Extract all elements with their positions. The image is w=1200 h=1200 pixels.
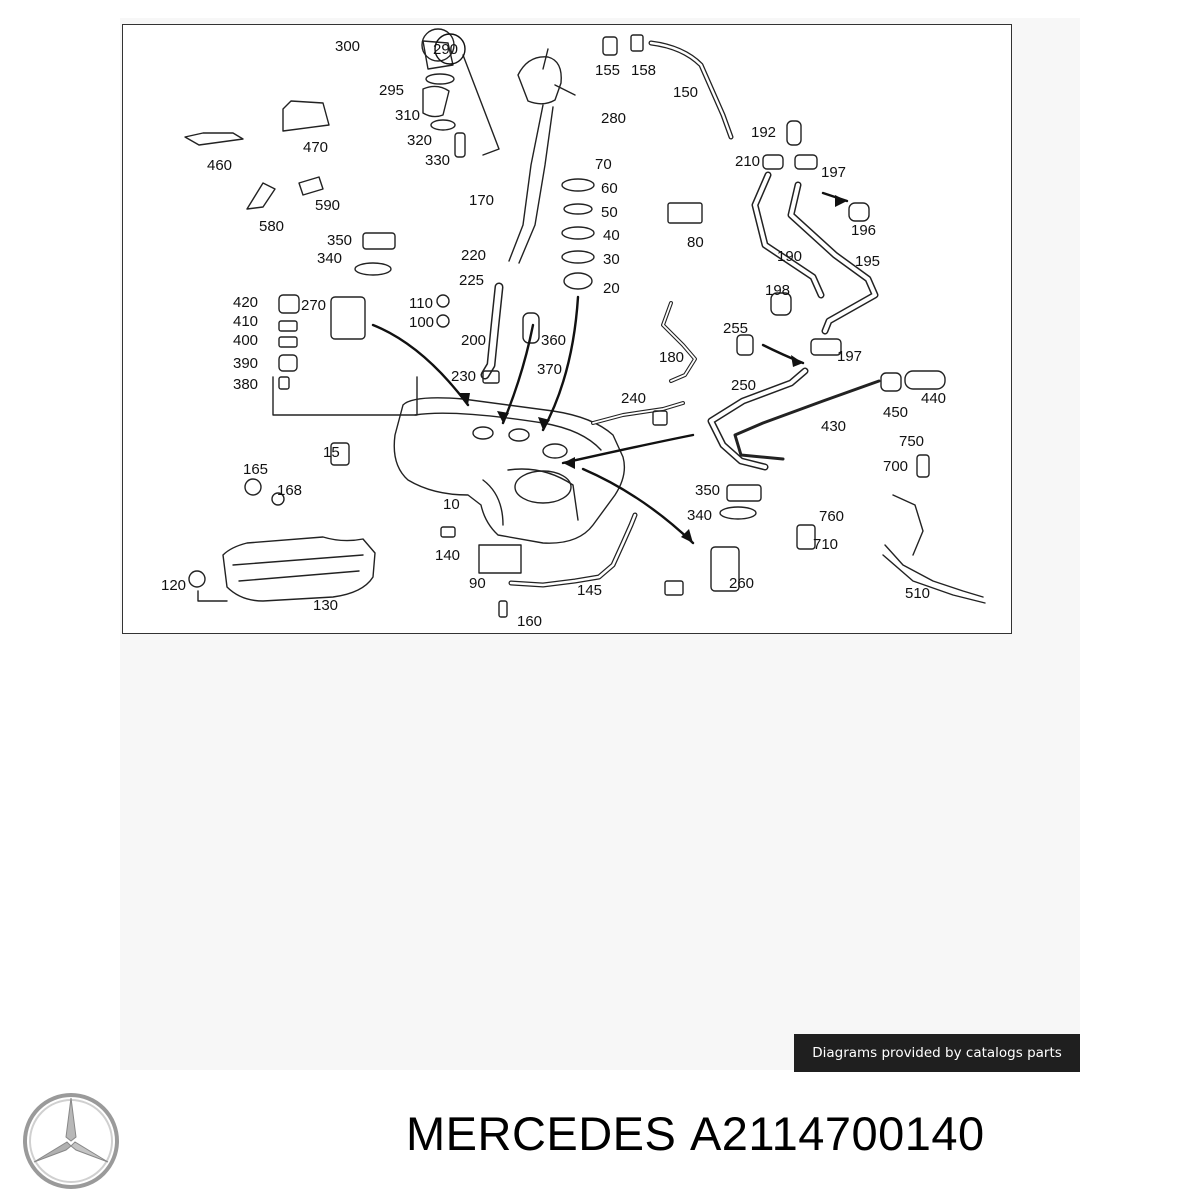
callout-760: 760 [819, 508, 844, 525]
callout-160: 160 [517, 613, 542, 630]
callout-300: 300 [335, 38, 360, 55]
callout-145: 145 [577, 582, 602, 599]
callout-240: 240 [621, 390, 646, 407]
callout-192: 192 [751, 124, 776, 141]
callout-158: 158 [631, 62, 656, 79]
callout-750: 750 [899, 433, 924, 450]
callout-170: 170 [469, 192, 494, 209]
diagram-drawing: 300 290 295 310 320 330 460 470 590 580 … [161, 28, 986, 630]
callout-210: 210 [735, 153, 760, 170]
callout-100: 100 [409, 314, 434, 331]
callout-60: 60 [601, 180, 618, 197]
callout-460: 460 [207, 157, 232, 174]
callout-40: 40 [603, 227, 620, 244]
callout-10: 10 [443, 496, 460, 513]
callout-400: 400 [233, 332, 258, 349]
callout-390: 390 [233, 355, 258, 372]
callout-420: 420 [233, 294, 258, 311]
mercedes-star-icon [23, 1093, 119, 1189]
callout-590: 590 [315, 197, 340, 214]
callout-450: 450 [883, 404, 908, 421]
callout-360: 360 [541, 332, 566, 349]
callout-410: 410 [233, 313, 258, 330]
callout-710: 710 [813, 536, 838, 553]
callout-580: 580 [259, 218, 284, 235]
callout-130: 130 [313, 597, 338, 614]
part-title: MERCEDES A2114700140 [406, 1106, 985, 1161]
callout-340b: 340 [687, 507, 712, 524]
callout-510: 510 [905, 585, 930, 602]
callout-120: 120 [161, 577, 186, 594]
diagram-credit-label: Diagrams provided by catalogs parts [794, 1034, 1080, 1072]
callout-150: 150 [673, 84, 698, 101]
callout-320: 320 [407, 132, 432, 149]
callout-255: 255 [723, 320, 748, 337]
callout-440: 440 [921, 390, 946, 407]
callout-225: 225 [459, 272, 484, 289]
callout-350b: 350 [695, 482, 720, 499]
callout-168: 168 [277, 482, 302, 499]
callout-70: 70 [595, 156, 612, 173]
callout-90: 90 [469, 575, 486, 592]
callout-260: 260 [729, 575, 754, 592]
callout-250: 250 [731, 377, 756, 394]
callout-197b: 197 [837, 348, 862, 365]
callout-195: 195 [855, 253, 880, 270]
callout-165: 165 [243, 461, 268, 478]
callout-340a: 340 [317, 250, 342, 267]
callout-230: 230 [451, 368, 476, 385]
callout-198: 198 [765, 282, 790, 299]
brand-name: MERCEDES [406, 1107, 677, 1160]
callout-270: 270 [301, 297, 326, 314]
callout-295: 295 [379, 82, 404, 99]
callout-470: 470 [303, 139, 328, 156]
callout-110: 110 [409, 295, 433, 312]
callout-280: 280 [601, 110, 626, 127]
callout-140: 140 [435, 547, 460, 564]
callout-80: 80 [687, 234, 704, 251]
callout-370: 370 [537, 361, 562, 378]
part-number: A2114700140 [689, 1107, 985, 1160]
parts-diagram: 300 290 295 310 320 330 460 470 590 580 … [122, 24, 1012, 634]
callout-310: 310 [395, 107, 420, 124]
callout-197a: 197 [821, 164, 846, 181]
callout-20: 20 [603, 280, 620, 297]
callout-220: 220 [461, 247, 486, 264]
callout-330: 330 [425, 152, 450, 169]
callout-30: 30 [603, 251, 620, 268]
callout-190: 190 [777, 248, 802, 265]
callout-15: 15 [323, 444, 340, 461]
callout-380: 380 [233, 376, 258, 393]
callout-180: 180 [659, 349, 684, 366]
callout-196: 196 [851, 222, 876, 239]
callout-50: 50 [601, 204, 618, 221]
callout-290: 290 [433, 41, 458, 58]
callout-350a: 350 [327, 232, 352, 249]
callout-200: 200 [461, 332, 486, 349]
callout-155: 155 [595, 62, 620, 79]
callout-700: 700 [883, 458, 908, 475]
callout-430: 430 [821, 418, 846, 435]
